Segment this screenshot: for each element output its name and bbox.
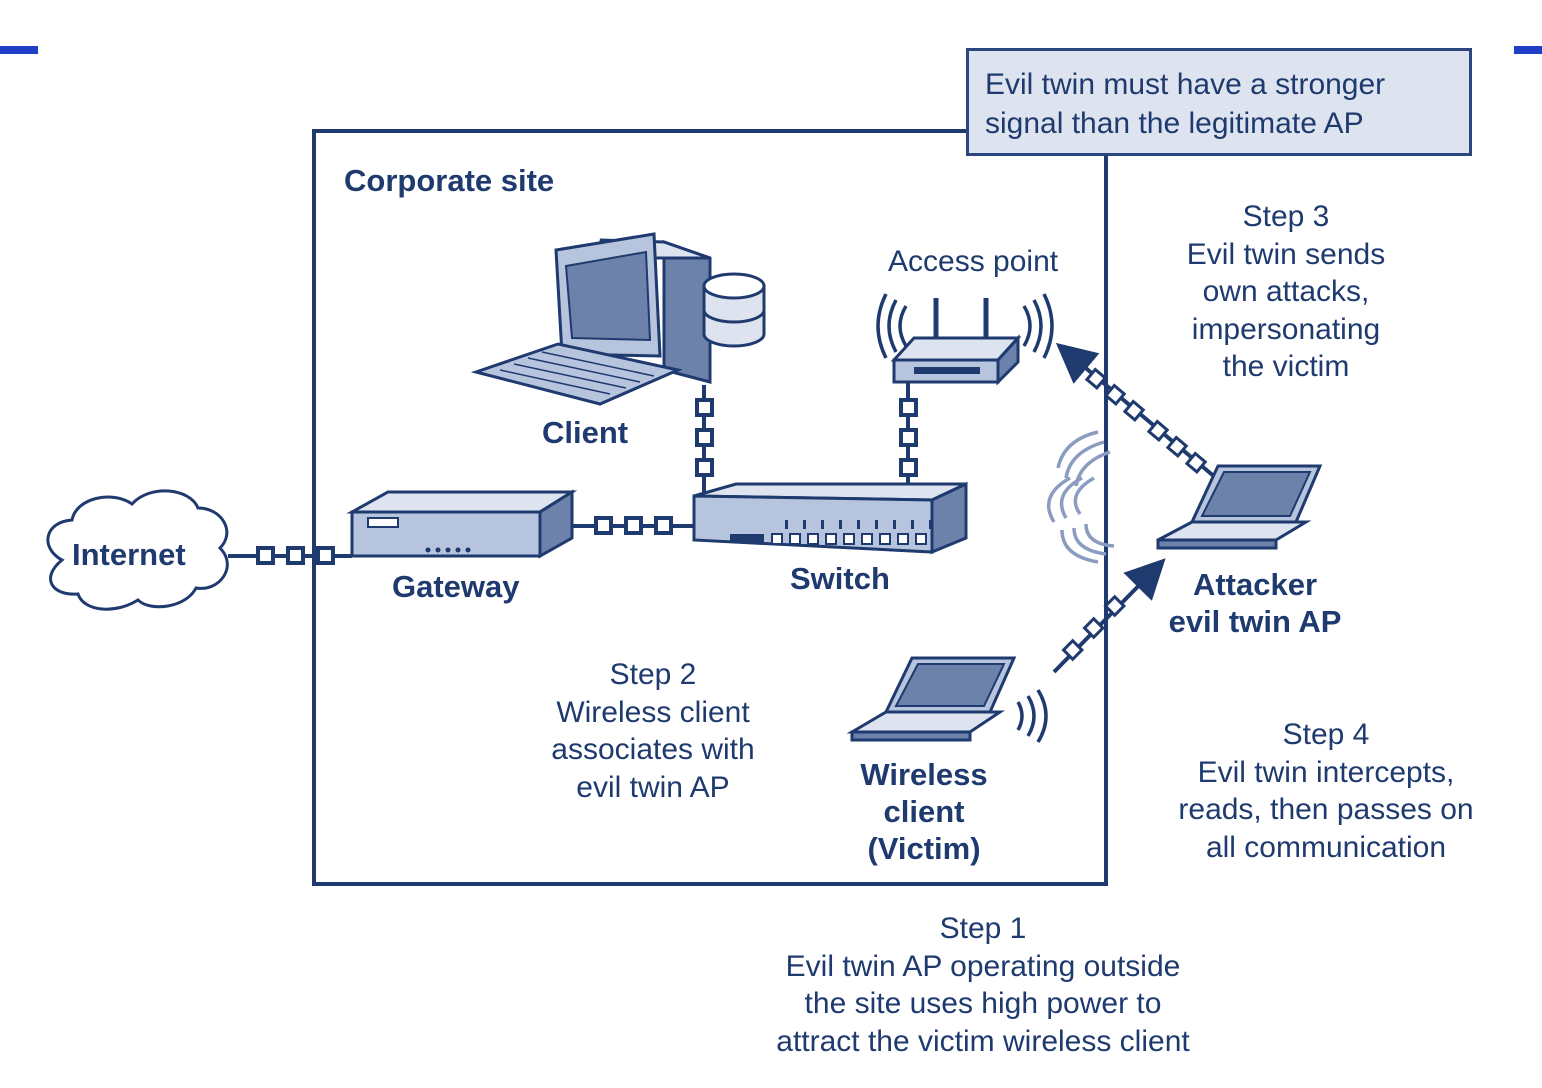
access-point-icon xyxy=(890,298,1022,386)
internet-label: Internet xyxy=(72,537,186,572)
gateway-icon xyxy=(346,489,578,559)
attack-arrow-to-ap xyxy=(1055,342,1218,480)
step4-label: Step 4 Evil twin intercepts, reads, then… xyxy=(1178,718,1474,864)
corporate-site-boundary xyxy=(312,129,1108,886)
internet-cloud-icon xyxy=(46,489,229,611)
wireless-client-label: Wireless client (Victim) xyxy=(860,757,988,866)
evil-twin-note: Evil twin must have a stronger signal th… xyxy=(966,48,1472,156)
attacker-signal-waves-icon xyxy=(1047,430,1115,564)
attacker-label: Attacker evil twin AP xyxy=(1168,567,1342,639)
client-computer-icon xyxy=(470,232,766,406)
victim-signal-icon xyxy=(1016,689,1048,743)
corner-mark-right xyxy=(1514,46,1542,54)
corner-mark-left xyxy=(0,46,38,54)
access-point-label: Access point xyxy=(888,245,1059,278)
step1-label: Step 1 Evil twin AP operating outside th… xyxy=(776,912,1190,1058)
switch-label: Switch xyxy=(790,561,890,596)
association-arrow xyxy=(1052,558,1166,674)
client-label: Client xyxy=(542,415,629,450)
step2-label: Step 2 Wireless client associates with e… xyxy=(551,658,755,804)
attacker-laptop-icon xyxy=(1156,464,1323,550)
link-connectors xyxy=(256,398,918,565)
access-point-signal-icon xyxy=(876,293,1054,359)
evil-twin-note-text: Evil twin must have a stronger signal th… xyxy=(985,68,1386,140)
step3-label: Step 3 Evil twin sends own attacks, impe… xyxy=(1186,200,1386,383)
switch-icon xyxy=(692,481,968,555)
victim-laptop-icon xyxy=(846,656,1017,742)
corporate-site-label: Corporate site xyxy=(344,163,555,198)
gateway-label: Gateway xyxy=(392,569,520,604)
